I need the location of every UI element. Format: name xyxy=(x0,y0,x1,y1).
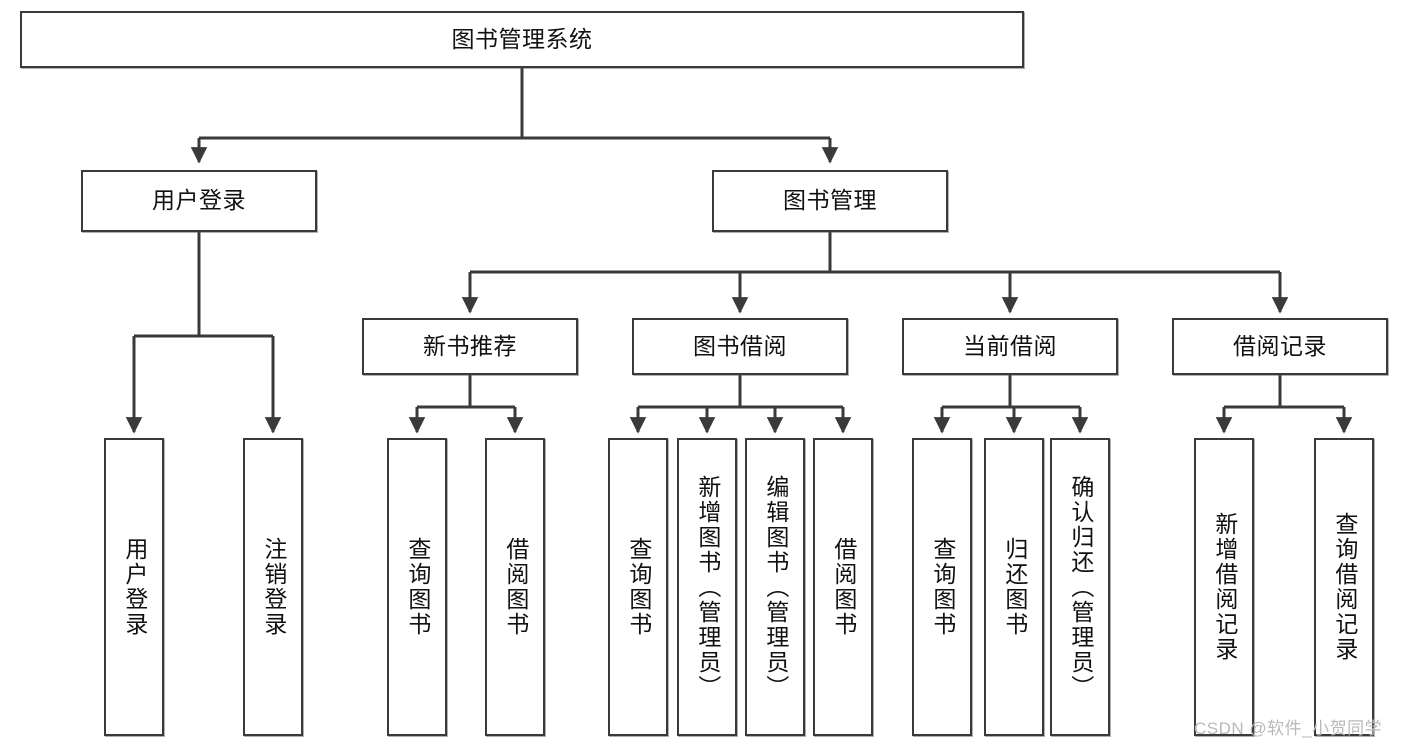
node-user-login[interactable]: 用户登录 xyxy=(81,170,317,232)
leaf-node-label: 归还图书 xyxy=(1001,537,1028,637)
leaf-node[interactable]: 注销登录 xyxy=(243,438,303,736)
leaf-node-label: 查询借阅记录 xyxy=(1331,512,1358,662)
leaf-node[interactable]: 查询图书 xyxy=(387,438,447,736)
leaf-node[interactable]: 归还图书 xyxy=(984,438,1044,736)
leaf-node-label: 新增借阅记录 xyxy=(1211,512,1238,662)
node-current-borrow-label: 当前借阅 xyxy=(963,332,1057,359)
node-book-management[interactable]: 图书管理 xyxy=(712,170,948,232)
watermark: CSDN @软件_小贺同学 xyxy=(1194,719,1383,738)
leaf-node[interactable]: 新增借阅记录 xyxy=(1194,438,1254,736)
leaf-node-label: 借阅图书 xyxy=(502,537,529,637)
leaf-node-label: 用户登录 xyxy=(121,537,148,637)
node-user-login-label: 用户登录 xyxy=(152,187,246,214)
leaf-node-label: 查询图书 xyxy=(404,537,431,637)
leaf-node-label: 查询图书 xyxy=(929,537,956,637)
node-book-borrow-label: 图书借阅 xyxy=(693,332,787,359)
leaf-node[interactable]: 编辑图书（管理员） xyxy=(745,438,805,736)
leaf-node[interactable]: 查询借阅记录 xyxy=(1314,438,1374,736)
node-current-borrow[interactable]: 当前借阅 xyxy=(902,318,1118,375)
node-book-borrow[interactable]: 图书借阅 xyxy=(632,318,848,375)
leaf-node-label: 新增图书（管理员） xyxy=(694,474,721,700)
leaf-node-label: 编辑图书（管理员） xyxy=(762,474,789,700)
node-new-book-recommend-label: 新书推荐 xyxy=(423,332,517,359)
leaf-node[interactable]: 用户登录 xyxy=(104,438,164,736)
node-new-book-recommend[interactable]: 新书推荐 xyxy=(362,318,578,375)
node-root[interactable]: 图书管理系统 xyxy=(20,11,1024,68)
leaf-node-label: 注销登录 xyxy=(260,537,287,637)
leaf-node[interactable]: 查询图书 xyxy=(608,438,668,736)
leaf-node-label: 确认归还（管理员） xyxy=(1067,474,1094,700)
leaf-node-label: 借阅图书 xyxy=(830,537,857,637)
leaf-node[interactable]: 新增图书（管理员） xyxy=(677,438,737,736)
node-book-management-label: 图书管理 xyxy=(783,187,877,214)
leaf-node[interactable]: 借阅图书 xyxy=(813,438,873,736)
leaf-node[interactable]: 确认归还（管理员） xyxy=(1050,438,1110,736)
leaf-node[interactable]: 借阅图书 xyxy=(485,438,545,736)
node-root-label: 图书管理系统 xyxy=(451,25,593,52)
leaf-node[interactable]: 查询图书 xyxy=(912,438,972,736)
node-borrow-record-label: 借阅记录 xyxy=(1233,332,1327,359)
node-borrow-record[interactable]: 借阅记录 xyxy=(1172,318,1388,375)
leaf-node-label: 查询图书 xyxy=(625,537,652,637)
